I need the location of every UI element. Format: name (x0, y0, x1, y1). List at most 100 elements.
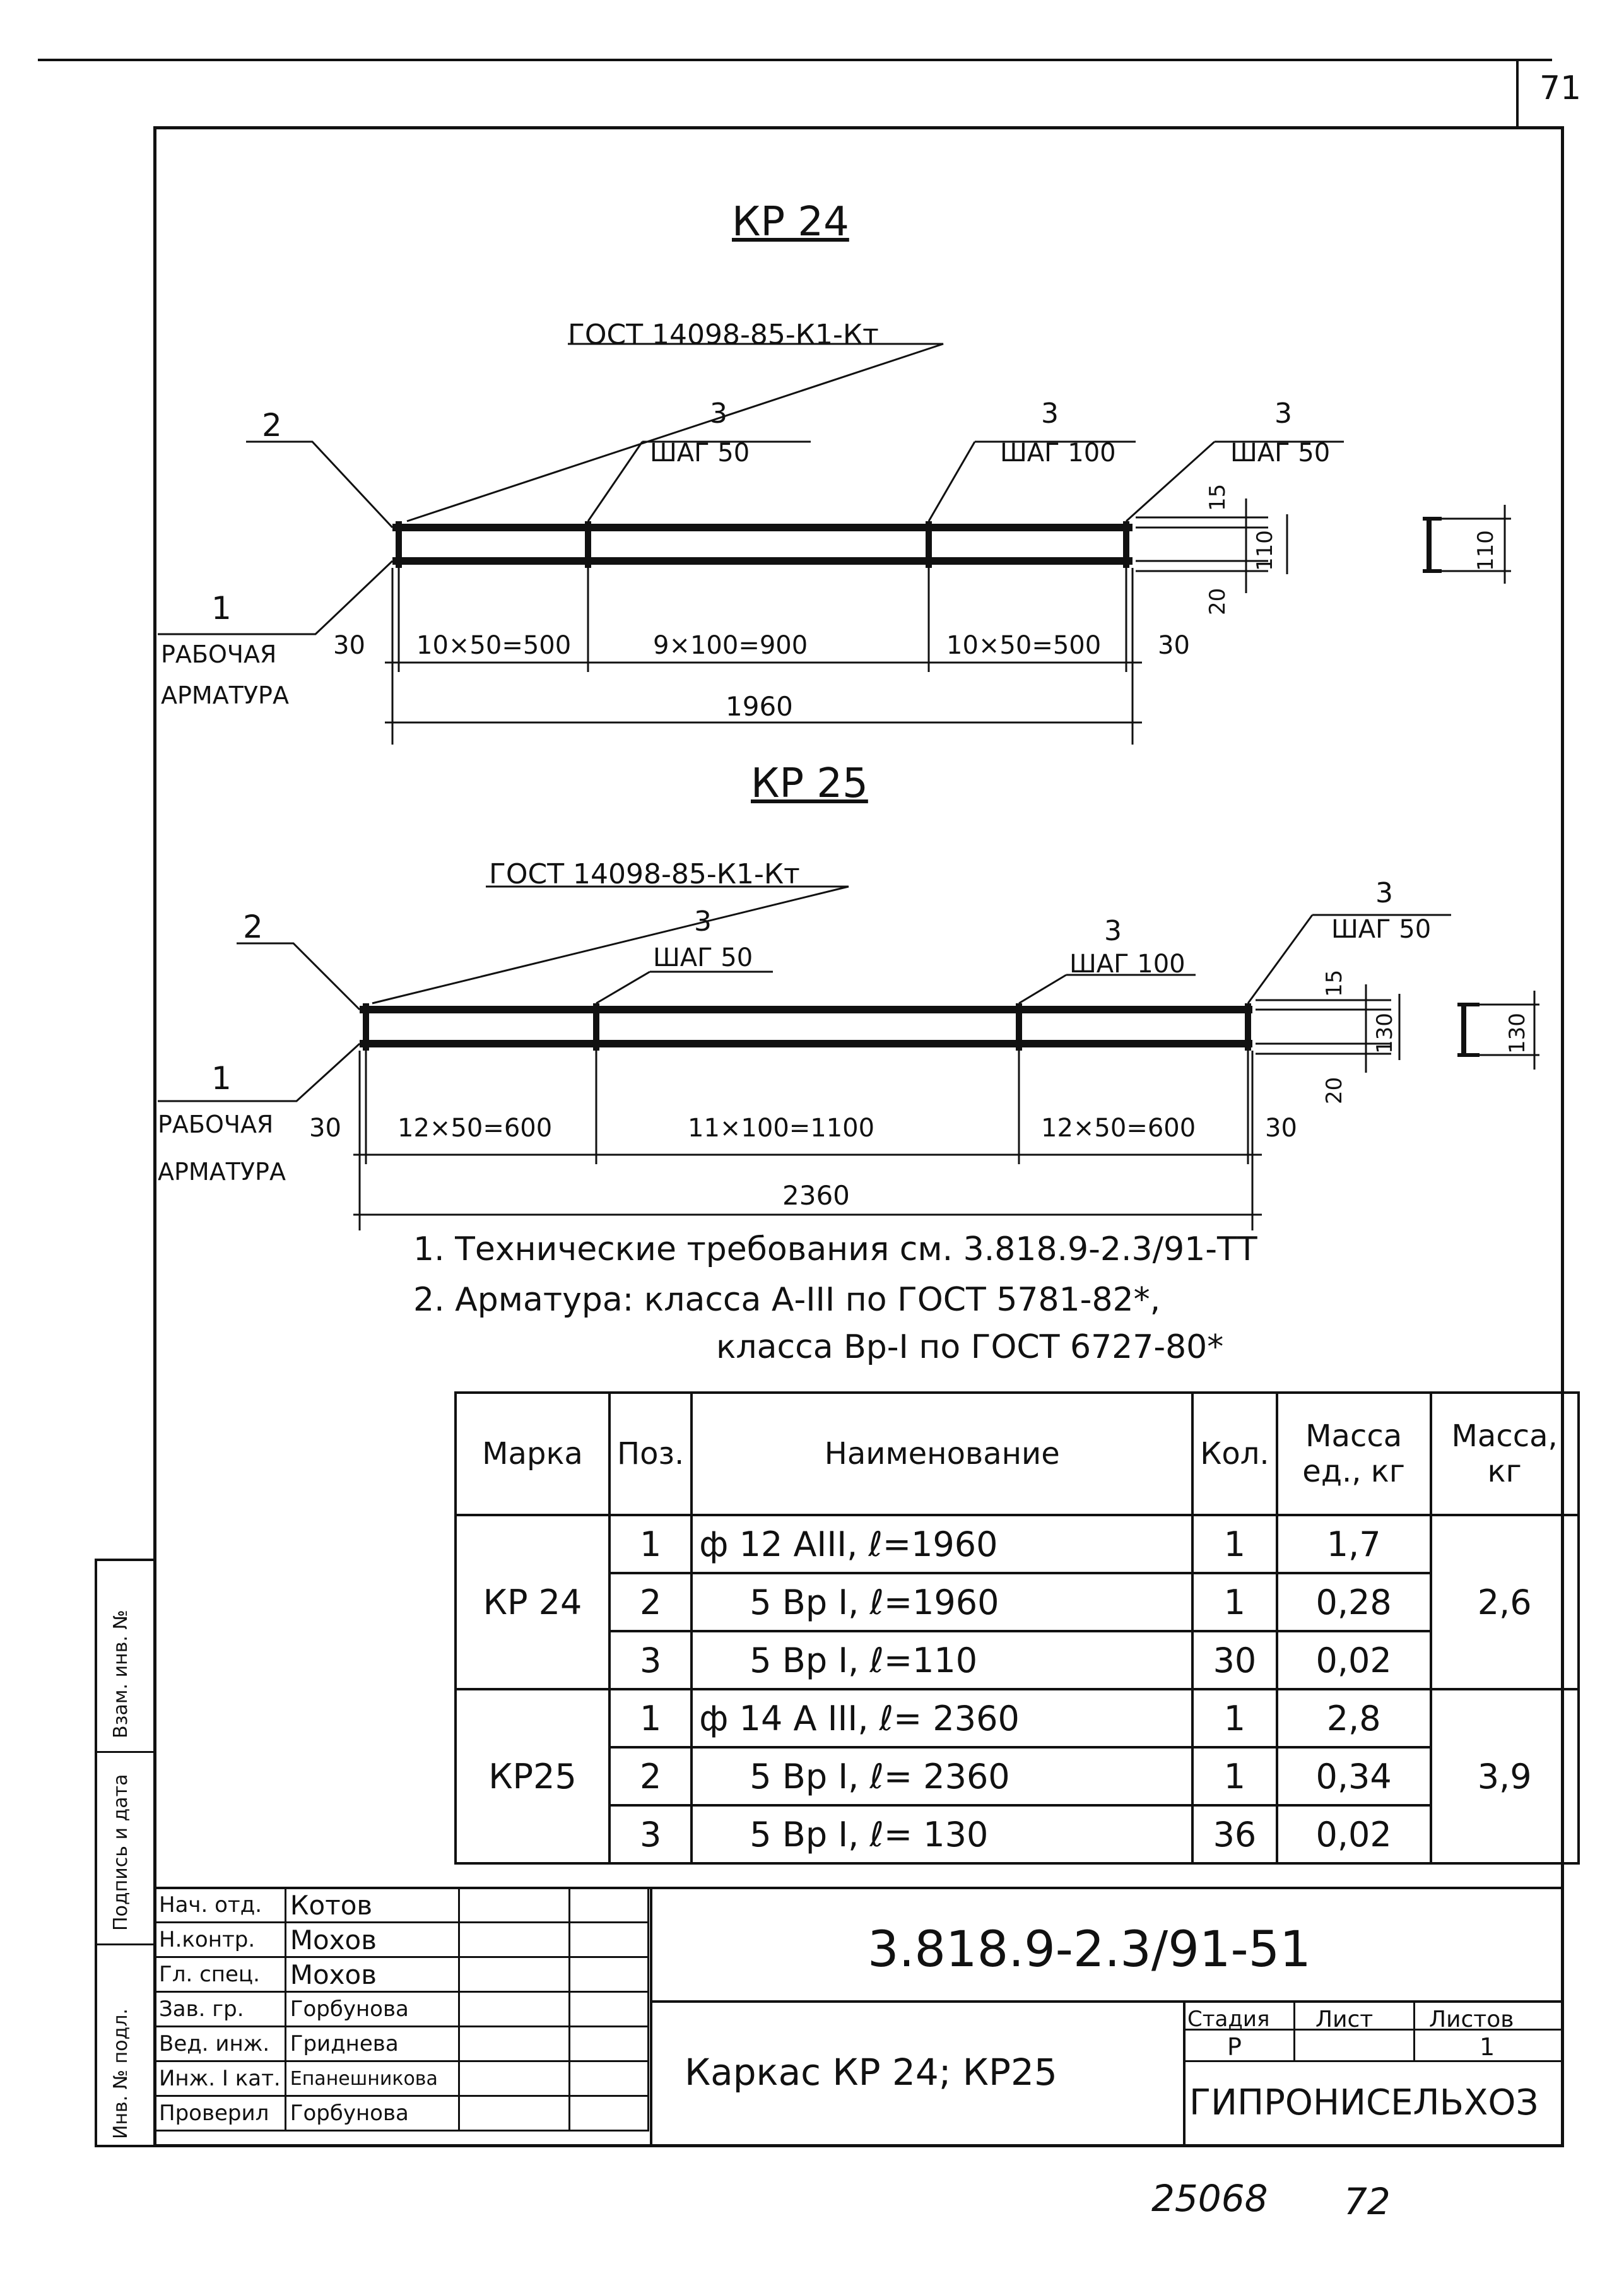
top-rule (38, 59, 1552, 61)
stamp-name: Мохов (284, 1921, 460, 1958)
kp24-pos2: 2 (262, 407, 282, 444)
kp24-work-label-2: АРМАТУРА (161, 681, 289, 709)
kp25-dim-4: 12×50=600 (1041, 1114, 1196, 1143)
title-block-top (153, 1887, 1564, 1889)
specification-table: Марка Поз. Наименование Кол. Масса ед., … (454, 1391, 1580, 1865)
kp24-pos1: 1 (211, 590, 232, 627)
stamp-signature (457, 1921, 570, 1958)
kp25-side-dim-bottom: 20 (1322, 1076, 1347, 1104)
spec-unit-mass: 0,34 (1275, 1746, 1432, 1807)
kp25-work-label-2: АРМАТУРА (158, 1158, 286, 1186)
sheet-label: Лист (1315, 2007, 1374, 2032)
stamp-role: Н.контр. (153, 1921, 286, 1958)
kp25-callout-2-pos: 3 (1104, 915, 1122, 947)
stamp-name: Гриднева (284, 2026, 460, 2062)
title-block-left (650, 1887, 652, 2147)
kp24-callout-1-pos: 3 (710, 398, 727, 430)
kp24-dim-3: 9×100=900 (653, 631, 808, 660)
spec-header-row: Марка Поз. Наименование Кол. Масса ед., … (454, 1391, 1580, 1516)
spec-mark: КР 24 (454, 1514, 611, 1690)
sheets-value: 1 (1480, 2033, 1495, 2061)
drawing-title: Каркас КР 24; КР25 (685, 2051, 1057, 2094)
stage-value: Р (1227, 2033, 1242, 2061)
stamp-signature (457, 1956, 570, 1993)
kp24-side-dim-mid: 110 (1252, 530, 1278, 571)
kp24-total: 1960 (726, 691, 793, 722)
note-2a: 2. Арматура: класса А-III по ГОСТ 5781-8… (413, 1281, 1161, 1319)
table-row: КР 24 1 ф 12 АIII, ℓ=1960 1 1,7 2,6 (454, 1514, 1580, 1690)
spec-header-mass: Масса, кг (1429, 1391, 1580, 1516)
kp24-title: КР 24 (732, 199, 849, 245)
spec-header-name: Наименование (690, 1391, 1194, 1516)
kp25-callout-2-step: ШАГ 100 (1069, 950, 1186, 979)
spec-mass: 3,9 (1429, 1688, 1580, 1865)
title-block-mid (650, 2000, 1564, 2003)
stamp-date (568, 1991, 649, 2027)
kp25-section-dim: 130 (1505, 1013, 1530, 1054)
spec-unit-mass: 0,02 (1275, 1630, 1432, 1690)
stamp-date (568, 1921, 649, 1958)
kp24-dim-4: 10×50=500 (946, 631, 1102, 660)
kp25-work-label-1: РАБОЧАЯ (158, 1111, 274, 1138)
kp24-section-dim: 110 (1473, 530, 1498, 571)
stage-label: Стадия (1187, 2007, 1270, 2032)
stamp-role: Инж. I кат. (153, 2060, 286, 2097)
kp24-callout-3-pos: 3 (1274, 398, 1292, 430)
kp24-callout-1-step: ШАГ 50 (650, 439, 750, 468)
spec-unit-mass: 0,28 (1275, 1572, 1432, 1632)
spec-name: 5 Вр I, ℓ=1960 (690, 1572, 1194, 1632)
table-row: 3 5 Вр I, ℓ=110 30 0,02 (456, 1630, 1579, 1690)
kp24-callout-2-step: ШАГ 100 (1000, 439, 1116, 468)
spec-pos: 1 (608, 1514, 693, 1574)
kp24-dim-2: 10×50=500 (416, 631, 572, 660)
kp24-dim-5: 30 (1158, 631, 1190, 660)
stamp-name: Горбунова (284, 1991, 460, 2027)
stamp-role: Проверил (153, 2095, 286, 2132)
spec-qty: 1 (1191, 1572, 1278, 1632)
spec-header-pos: Поз. (608, 1391, 693, 1516)
kp24-gost-label: ГОСТ 14098-85-К1-Кт (568, 319, 879, 351)
kp25-title: КР 25 (751, 760, 868, 807)
table-row: Н.контр.Мохов (153, 1921, 649, 1958)
stamp-date (568, 2095, 649, 2132)
spec-unit-mass: 2,8 (1275, 1688, 1432, 1748)
table-row: Инж. I кат.Епанешникова (153, 2060, 649, 2097)
stamp-date (568, 1956, 649, 1993)
table-row: Гл. спец.Мохов (153, 1956, 649, 1993)
kp25-dim-1: 30 (309, 1114, 341, 1143)
stamp-role: Нач. отд. (153, 1887, 286, 1923)
spec-mass: 2,6 (1429, 1514, 1580, 1690)
stage-divider-1 (1293, 2000, 1295, 2060)
spec-header-unit-mass: Масса ед., кг (1275, 1391, 1432, 1516)
table-row: 2 5 Вр I, ℓ=1960 1 0,28 (456, 1572, 1579, 1632)
kp25-callout-1-pos: 3 (694, 905, 712, 938)
page-number: 71 (1539, 69, 1582, 107)
spec-qty: 1 (1191, 1746, 1278, 1807)
spec-name: 5 Вр I, ℓ= 130 (690, 1804, 1194, 1865)
signature-table: Нач. отд.Котов Н.контр.Мохов Гл. спец.Мо… (153, 1887, 649, 2132)
stamp-role: Вед. инж. (153, 2026, 286, 2062)
title-block-right-col (1183, 2000, 1186, 2147)
spec-pos: 1 (608, 1688, 693, 1748)
spec-qty: 30 (1191, 1630, 1278, 1690)
kp25-callout-3-pos: 3 (1375, 877, 1393, 909)
page-number-divider (1516, 59, 1519, 126)
sheets-label: Листов (1429, 2007, 1514, 2032)
table-row: Вед. инж.Гриднева (153, 2026, 649, 2062)
stage-header-line (1183, 2029, 1564, 2031)
spec-qty: 36 (1191, 1804, 1278, 1865)
spec-mark: КР25 (454, 1688, 611, 1865)
spec-name: ф 14 А III, ℓ= 2360 (690, 1688, 1194, 1748)
side-divider-1 (95, 1751, 153, 1753)
kp24-callout-3-step: ШАГ 50 (1230, 439, 1331, 468)
footer-page-number: 72 (1344, 2180, 1391, 2223)
kp25-total: 2360 (782, 1180, 850, 1211)
spec-unit-mass: 1,7 (1275, 1514, 1432, 1574)
kp25-pos2: 2 (243, 909, 263, 945)
spec-header-qty: Кол. (1191, 1391, 1278, 1516)
kp24-callout-2-pos: 3 (1041, 398, 1059, 430)
kp24-side-dim-bottom: 20 (1205, 587, 1230, 615)
stamp-signature (457, 1991, 570, 2027)
spec-pos: 3 (608, 1804, 693, 1865)
kp25-callout-1-step: ШАГ 50 (653, 943, 753, 972)
